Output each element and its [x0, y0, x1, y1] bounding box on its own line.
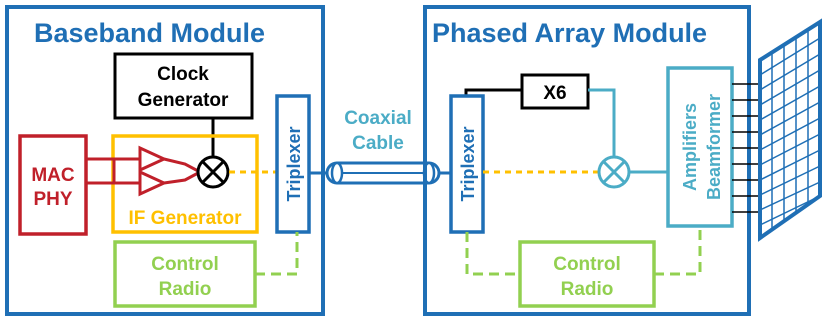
clock-generator-box [113, 52, 254, 120]
clock-generator-label-2: Generator [138, 90, 229, 111]
baseband-mixer-icon [196, 155, 230, 189]
phased-control-dashed-left [465, 232, 520, 276]
baseband-control-dashed-link [255, 232, 299, 276]
dac-arrows [86, 145, 201, 197]
phased-array-module-box [423, 5, 751, 316]
baseband-control-label-1: Control [151, 254, 219, 275]
coaxial-label: Coaxial [344, 108, 412, 129]
mac-label: MAC [31, 165, 75, 186]
mac-phy-box [18, 134, 88, 236]
baseband-triplexer-box [275, 94, 311, 234]
phased-mixer-icon [597, 155, 631, 189]
baseband-triplexer-label: Triplexer [284, 126, 304, 201]
phased-triplexer-label: Triplexer [458, 126, 478, 201]
beamformer-label: Beamformer [704, 94, 724, 200]
coaxial-cable [325, 161, 441, 185]
baseband-module-box [5, 5, 325, 316]
clock-generator-label-1: Clock [157, 64, 209, 85]
phased-control-label-2: Radio [561, 279, 614, 300]
amplifiers-label: Amplifiers [680, 103, 700, 191]
x6-label: X6 [543, 83, 566, 104]
if-generator-label: IF Generator [129, 208, 243, 229]
cable-label: Cable [352, 133, 404, 154]
phased-antenna-array [758, 18, 822, 242]
phased-control-dashed-right [654, 226, 702, 276]
x6-output-line [588, 88, 616, 158]
phased-triplexer-box [449, 94, 485, 234]
phased-array-module-title: Phased Array Module [432, 18, 707, 48]
baseband-control-label-2: Radio [159, 279, 212, 300]
baseband-module-title: Baseband Module [34, 18, 265, 48]
phased-control-label-1: Control [553, 254, 621, 275]
phy-label: PHY [33, 189, 72, 210]
x6-input-line [464, 88, 522, 96]
amplifiers-beamformer-box [666, 66, 734, 228]
